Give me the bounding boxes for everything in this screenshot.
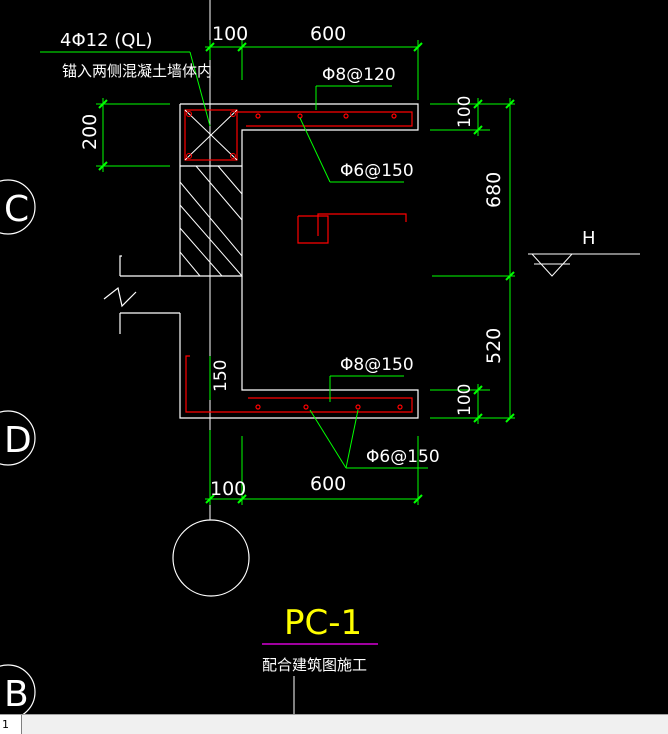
dim-left-200: 200 xyxy=(79,114,101,150)
grid-bubble-d: D xyxy=(0,410,36,466)
grid-label-c: C xyxy=(4,189,29,230)
status-bar: 1 xyxy=(0,714,668,734)
top-rebar xyxy=(236,111,413,127)
rebar-labels: 4Φ12 (QL) 锚入两侧混凝土墙体内 Φ8@120 Φ6@150 Φ8@15… xyxy=(60,30,440,467)
section-circle xyxy=(172,519,250,597)
rebar-top-main: Φ8@120 xyxy=(322,65,396,85)
section-outline xyxy=(103,103,419,419)
rebar-bottom-main: Φ8@150 xyxy=(340,355,414,375)
grid-label-b: B xyxy=(4,674,29,714)
dim-right-680: 680 xyxy=(483,172,505,208)
ring-beam xyxy=(184,109,238,161)
drawing-canvas: C D B xyxy=(0,0,640,714)
elevation-label: H xyxy=(582,228,596,249)
grid-label-d: D xyxy=(4,420,32,461)
rebar-top-dist: Φ6@150 xyxy=(340,161,414,181)
dim-bottom-right: 600 xyxy=(310,473,346,495)
layout-tab[interactable]: 1 xyxy=(0,715,22,734)
dimension-texts: 100 600 100 600 200 100 680 520 100 150 xyxy=(79,23,505,500)
anchor-note: 锚入两侧混凝土墙体内 xyxy=(62,62,212,80)
bottom-rebar xyxy=(185,355,413,413)
dim-right-100-bottom: 100 xyxy=(455,384,475,416)
drawing-title: PC-1 xyxy=(284,603,362,643)
wall-hatch xyxy=(179,165,243,277)
grid-bubble-c: C xyxy=(0,179,36,235)
grid-bubble-b: B xyxy=(0,664,36,714)
dimension-ticks xyxy=(98,42,515,504)
dim-right-100-top: 100 xyxy=(455,96,475,128)
dim-top-right: 600 xyxy=(310,23,346,45)
dim-bottom-left: 100 xyxy=(210,478,246,500)
dim-inner-150: 150 xyxy=(211,360,231,392)
dim-right-520: 520 xyxy=(483,328,505,364)
drawing-subtitle: 配合建筑图施工 xyxy=(262,656,367,674)
dimension-lines xyxy=(40,40,515,505)
rebar-top-label: 4Φ12 (QL) xyxy=(60,30,153,51)
hook-symbol xyxy=(297,215,329,244)
rebar-bottom-dist: Φ6@150 xyxy=(366,447,440,467)
dim-top-left: 100 xyxy=(212,23,248,45)
elevation-mark: H xyxy=(528,228,640,277)
